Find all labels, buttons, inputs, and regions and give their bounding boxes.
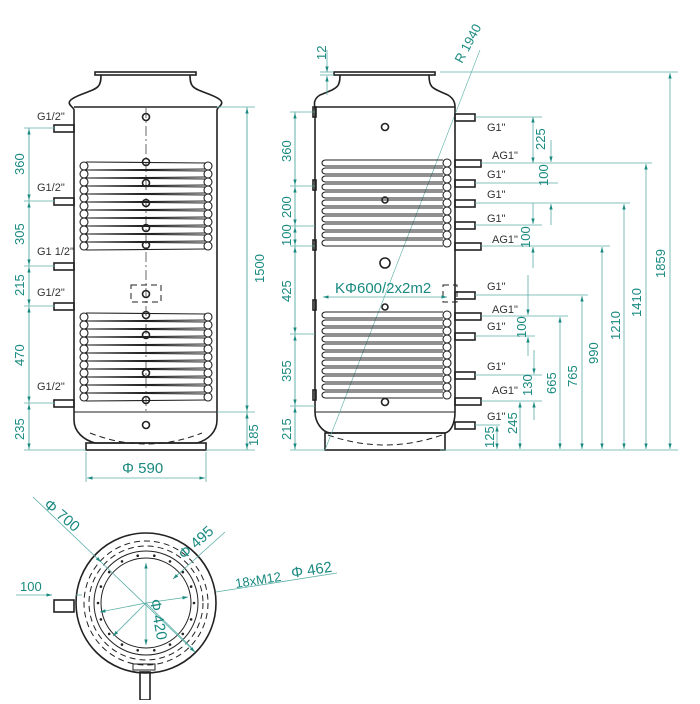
- height-label: 665: [544, 372, 559, 394]
- top-flange: [94, 71, 197, 76]
- side-view: G1" AG1" G1" G1" G1" AG1" G1" AG1" G1" G…: [279, 21, 678, 451]
- connection-label: G1/2": [37, 111, 65, 123]
- dimension-label: 130: [520, 374, 535, 396]
- radius-label: R 1940: [451, 21, 484, 65]
- connection-label: G1 1/2": [37, 246, 74, 258]
- bolt-circle-diameter: Φ 462: [290, 559, 333, 582]
- dimension-label: 470: [12, 344, 27, 366]
- connection-label: AG1": [492, 385, 518, 397]
- outer-shell: [75, 532, 217, 674]
- dimension-label: 355: [279, 360, 294, 382]
- height-label: 1410: [629, 288, 644, 317]
- inner-diameter: Φ 420: [146, 598, 170, 641]
- dimension-label: 100: [514, 316, 529, 338]
- dimension-label: 215: [279, 418, 294, 440]
- nozzle-offset: 100: [20, 579, 42, 594]
- base-diameter: Φ 590: [122, 460, 163, 477]
- dimension-label: 200: [279, 196, 294, 218]
- connection-label: G1": [487, 122, 506, 134]
- coil-label: KΦ600/2x2m2: [335, 280, 431, 297]
- connection-label: G1": [487, 411, 506, 423]
- outer-diameter: Φ 700: [40, 496, 82, 535]
- dimension-label: 125: [482, 426, 497, 448]
- connection-label: G1": [487, 321, 506, 333]
- bolt-spec: 18xM12: [234, 569, 282, 591]
- bottom-dimension: 185: [246, 424, 261, 446]
- connection-label: G1": [487, 361, 506, 373]
- dimension-label: 360: [12, 153, 27, 175]
- height-label: 990: [586, 342, 601, 364]
- connection-label: AG1": [492, 304, 518, 316]
- top-dimension: 12: [314, 46, 329, 60]
- dimension-label: 215: [12, 274, 27, 296]
- height-label: 1859: [653, 249, 668, 278]
- connection-label: G1/2": [37, 182, 65, 194]
- connection-label: G1": [487, 189, 506, 201]
- connection-label: AG1": [492, 234, 518, 246]
- front-view: G1/2" G1/2" G1 1/2" G1/2" G1/2" 360 305 …: [12, 71, 267, 482]
- connection-label: G1/2": [37, 287, 65, 299]
- bolt-holes: [96, 554, 196, 652]
- connection-label: AG1": [492, 150, 518, 162]
- dimension-label: 245: [505, 412, 520, 434]
- connection-label: G1/2": [37, 381, 65, 393]
- dimension-label: 100: [279, 224, 294, 246]
- dimension-label: 225: [533, 128, 548, 150]
- connection-label: G1": [487, 213, 506, 225]
- connection-label: G1": [487, 281, 506, 293]
- top-view: Φ 700 Φ 495 18xM12 Φ 462 Φ 420 100: [16, 496, 338, 701]
- height-label: 1210: [608, 311, 623, 340]
- dimension-label: 425: [279, 280, 294, 302]
- dimension-label: 235: [12, 418, 27, 440]
- tank-base: [85, 442, 207, 451]
- dimension-label: 100: [536, 164, 551, 186]
- height-dimension: 1500: [252, 254, 267, 283]
- height-label: 765: [565, 365, 580, 387]
- connection-label: G1": [487, 169, 506, 181]
- dimension-label: 305: [12, 223, 27, 245]
- dimension-label: 100: [518, 226, 533, 248]
- lower-coil-side: [321, 310, 452, 400]
- dimension-label: 360: [279, 140, 294, 162]
